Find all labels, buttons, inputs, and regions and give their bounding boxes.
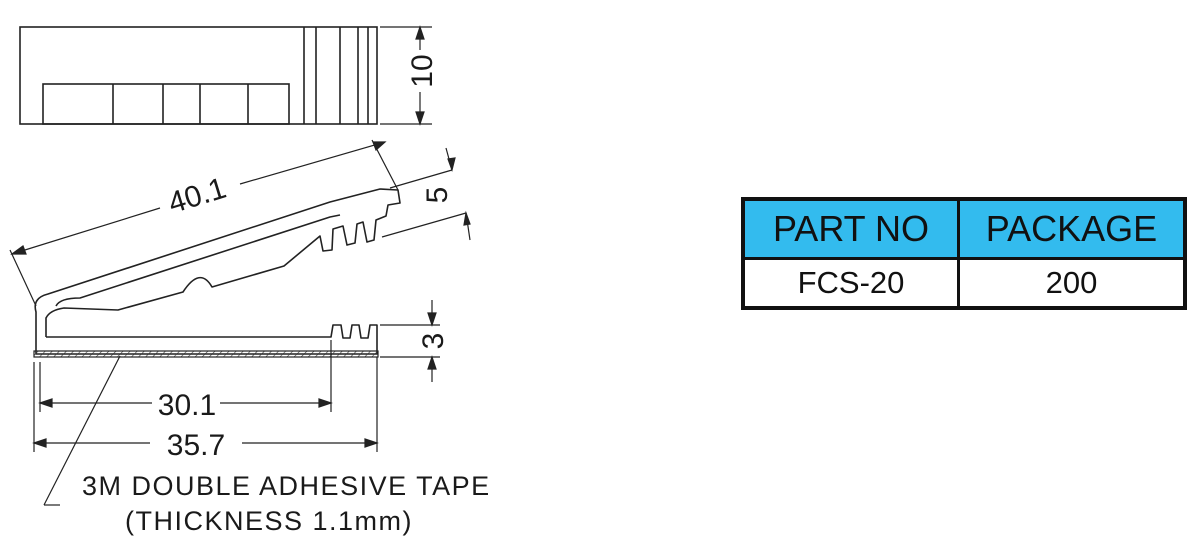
dim-height-top [380, 25, 432, 126]
technical-drawing: 10 40.1 5 3 [9, 25, 491, 536]
dim-length-diagonal [9, 139, 399, 307]
header-part-no: PART NO [745, 201, 960, 260]
note-tape-name: 3M DOUBLE ADHESIVE TAPE [82, 471, 491, 501]
dim-label-40-1: 40.1 [164, 172, 229, 221]
cell-part-no: FCS-20 [745, 260, 960, 306]
dim-label-30-1: 30.1 [158, 389, 216, 422]
dim-height-base [380, 300, 440, 382]
dim-label-35-7: 35.7 [167, 429, 225, 462]
header-package: PACKAGE [960, 201, 1183, 260]
cell-package: 200 [1045, 265, 1098, 300]
dim-height-tab [381, 147, 471, 241]
note-tape-thickness: (THICKNESS 1.1mm) [125, 506, 413, 536]
dim-label-10: 10 [406, 54, 439, 87]
side-view [34, 188, 401, 355]
part-table: PART NO PACKAGE FCS-20 200 [741, 197, 1187, 310]
adhesive-tape [33, 350, 379, 358]
dim-label-5: 5 [421, 187, 454, 204]
dim-label-3: 3 [417, 333, 450, 350]
top-view [19, 26, 378, 125]
dim-width-overall [32, 357, 379, 452]
tape-leader [43, 355, 121, 506]
